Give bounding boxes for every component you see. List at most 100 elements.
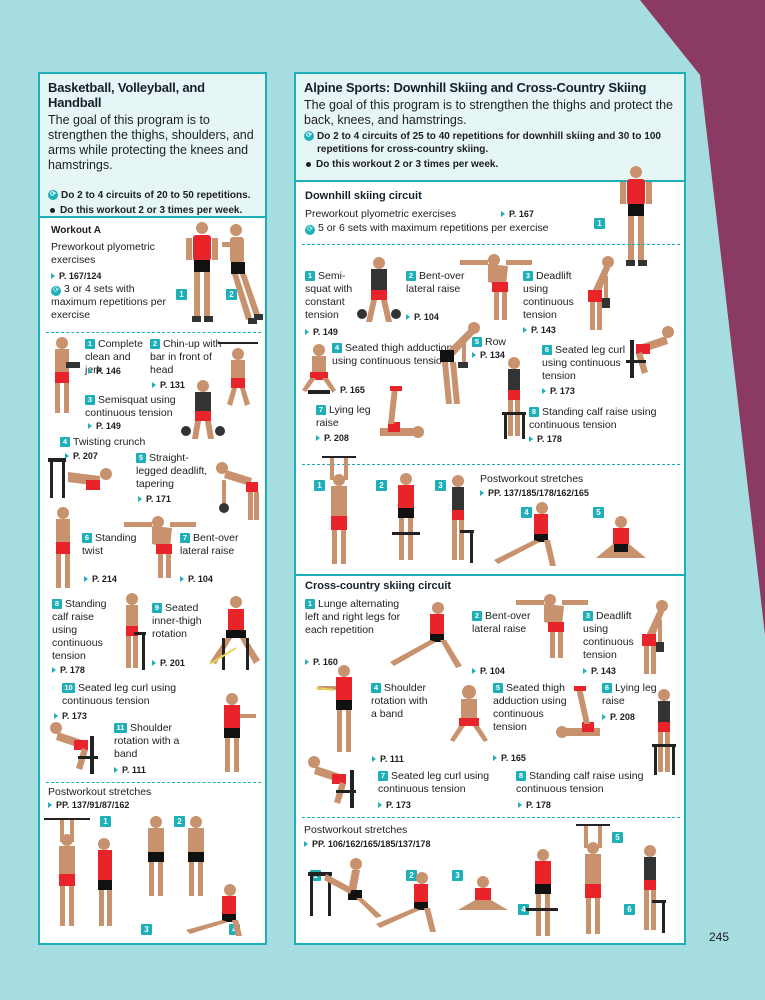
right-title: Alpine Sports: Downhill Skiing and Cross… xyxy=(304,80,647,95)
right-bullet-1: ⟳Do 2 to 4 circuits of 25 to 40 repetiti… xyxy=(304,130,676,156)
cross-exercise-6-ref: P. 208 xyxy=(602,712,635,723)
downhill-sets: ⟳5 or 6 sets with maximum repetitions pe… xyxy=(305,222,585,235)
athlete-figure-calf-raise xyxy=(502,357,526,439)
section-divider xyxy=(296,574,684,576)
cross-exercise-7-ref: P. 173 xyxy=(378,800,411,811)
athlete-figure-deadlift xyxy=(642,600,668,674)
athlete-figure-jump xyxy=(620,166,652,266)
athlete-figure-clean xyxy=(55,337,80,413)
athlete-figure-lunge xyxy=(390,602,462,668)
athlete-figure-adduction xyxy=(302,344,336,394)
athlete-figure-row xyxy=(440,322,480,404)
figure-number-badge: 2 xyxy=(226,289,237,300)
left-exercise-8-ref: P. 178 xyxy=(52,665,85,676)
downhill-post-ref: PP. 137/185/178/162/165 xyxy=(480,488,589,499)
left-post-title: Postworkout stretches xyxy=(48,786,152,798)
athlete-figure-stretch xyxy=(322,456,356,564)
left-preworkout-ref: P. 167/124 xyxy=(51,271,101,282)
downhill-preworkout: Preworkout plyometric exercises xyxy=(305,208,457,220)
athlete-figure-deadlift xyxy=(588,256,614,330)
athlete-figure-lying-leg-raise xyxy=(556,686,600,738)
downhill-exercise-6-ref: P. 173 xyxy=(542,386,575,397)
left-exercise-7-ref: P. 104 xyxy=(180,574,213,585)
athlete-figure-crunch xyxy=(48,458,112,498)
athlete-figure-lateral-raise xyxy=(124,516,196,578)
right-bullet-2: Do this workout 2 or 3 times per week. xyxy=(304,158,676,171)
left-preworkout: Preworkout plyometric exercises xyxy=(51,241,155,266)
bullet-dot-icon xyxy=(50,208,55,213)
bullet-dot-icon xyxy=(306,162,311,167)
figure-number-badge: 1 xyxy=(314,480,325,491)
figure-number-badge: 3 xyxy=(435,480,446,491)
athlete-figure-semisquat xyxy=(181,380,225,439)
cross-exercise-2-ref: P. 104 xyxy=(472,666,505,677)
athlete-figure-lunge xyxy=(494,502,556,566)
athlete-figure-lateral-raise xyxy=(460,254,532,320)
downhill-exercise-7-ref: P. 208 xyxy=(316,433,349,444)
figure-number-badge: 6 xyxy=(624,904,635,915)
left-exercise-10-ref: P. 173 xyxy=(54,711,87,722)
athlete-figure-jump xyxy=(186,222,218,322)
left-post-ref: PP. 137/91/87/162 xyxy=(48,800,129,811)
page-number: 245 xyxy=(709,930,730,944)
left-bullet-1: ⟳Do 2 to 4 circuits of 20 to 50 repetiti… xyxy=(48,189,257,202)
athlete-figure-stretch xyxy=(644,845,666,933)
cross-post-ref: PP. 106/162/165/185/137/178 xyxy=(304,839,430,850)
athlete-figure-leg-curl xyxy=(626,326,674,378)
circuit-icon: ⟳ xyxy=(48,190,58,200)
left-exercise-11-ref: P. 111 xyxy=(114,765,146,776)
athlete-figure-seated-stretch xyxy=(596,516,646,558)
left-panel: Basketball, Volleyball, and Handball The… xyxy=(38,72,267,945)
athlete-figure-chinup xyxy=(218,342,258,406)
athlete-figure-deadlift xyxy=(216,462,259,520)
cross-post-title: Postworkout stretches xyxy=(304,824,408,836)
figure-number-badge: 3 xyxy=(141,924,152,935)
figure-number-badge: 3 xyxy=(452,870,463,881)
cross-exercise-4-ref: P. 111 xyxy=(372,754,404,765)
athlete-figure-stretch xyxy=(44,818,112,926)
divider xyxy=(302,464,680,465)
left-bullet-2: Do this workout 2 or 3 times per week. xyxy=(48,204,257,217)
figure-number-badge: 5 xyxy=(612,832,623,843)
downhill-exercise-4-ref: P. 165 xyxy=(332,385,365,396)
athlete-figure-jump xyxy=(222,224,263,324)
divider xyxy=(302,244,680,245)
right-header: Alpine Sports: Downhill Skiing and Cross… xyxy=(296,74,684,182)
athlete-figure-stretch xyxy=(452,475,474,563)
divider xyxy=(302,817,680,818)
athlete-figure-calf-raise xyxy=(126,593,146,670)
left-exercise-2-ref: P. 131 xyxy=(152,380,185,391)
workout-title: Workout A xyxy=(51,225,101,236)
athlete-figure-band-rotation xyxy=(224,693,256,772)
downhill-exercise-1-ref: P. 149 xyxy=(305,327,338,338)
athlete-figure-stretch xyxy=(526,849,558,936)
athlete-figure-leg-curl xyxy=(308,756,356,808)
cross-exercise-5-ref: P. 165 xyxy=(493,753,526,764)
cross-exercise-1-ref: P. 160 xyxy=(305,657,338,668)
downhill-title: Downhill skiing circuit xyxy=(305,190,422,202)
left-exercise-9-ref: P. 201 xyxy=(152,658,185,669)
downhill-preworkout-ref: P. 167 xyxy=(501,209,534,220)
left-exercise-1-ref: P. 146 xyxy=(88,366,121,377)
athlete-figure-lunge xyxy=(186,884,242,936)
athlete-figure-stretch xyxy=(392,473,420,560)
athlete-figure-stretch xyxy=(308,858,382,918)
